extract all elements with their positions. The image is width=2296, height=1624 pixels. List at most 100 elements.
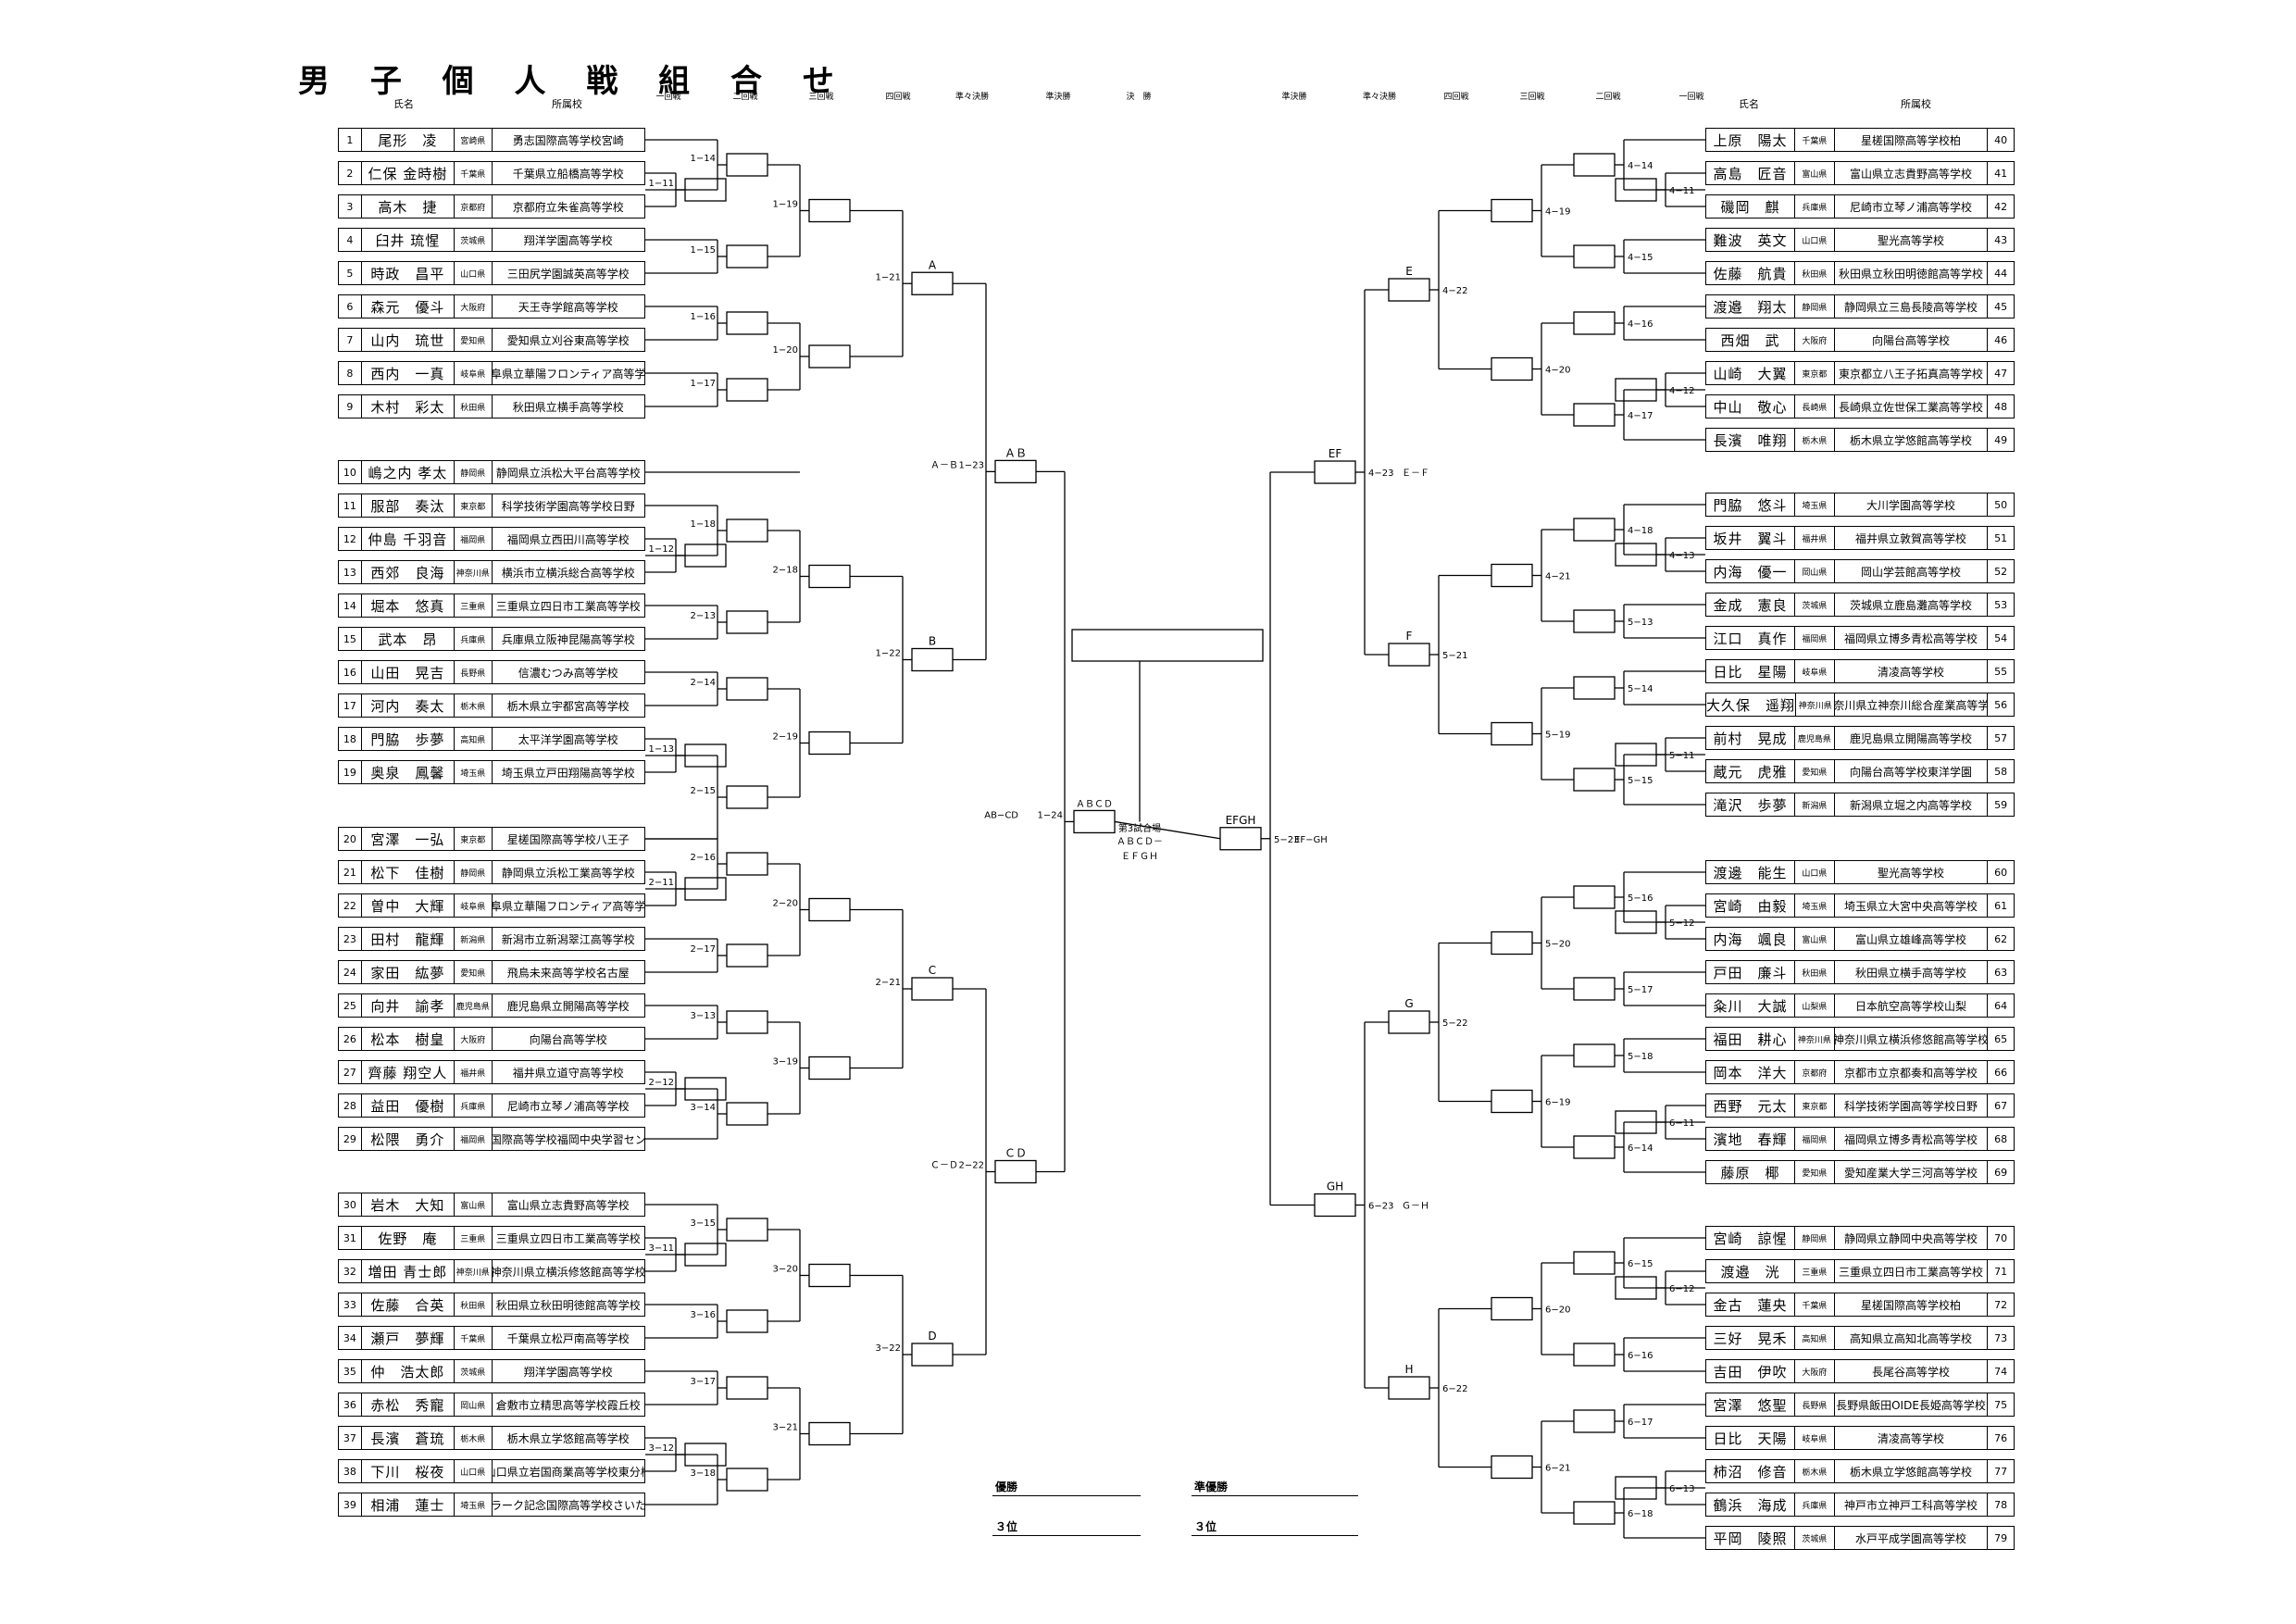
match-score-box — [1491, 1455, 1533, 1480]
player-prefecture: 静岡県 — [1795, 1227, 1835, 1249]
player-name: 佐藤 航貴 — [1706, 262, 1796, 284]
match-label: 3−16 — [691, 1310, 716, 1320]
school-header-left: 所属校 — [552, 98, 582, 110]
match-label: AB−CD — [984, 810, 1018, 820]
player-school: 福岡県立博多青松高等学校 — [1843, 631, 1978, 645]
player-school: 向陽台高等学校東洋学園 — [1849, 765, 1972, 779]
player-prefecture: 神奈川県 — [455, 561, 493, 583]
player-name: 佐藤 合英 — [362, 1293, 455, 1316]
match-label: 6−15 — [1628, 1259, 1653, 1269]
match-score-box — [726, 244, 768, 269]
player-school: 科学技術学園高等学校日野 — [501, 499, 635, 513]
player-prefecture: 岐阜県 — [455, 894, 493, 917]
player-school: 三田尻学園誠英高等学校 — [506, 267, 630, 281]
match-label: 5−16 — [1628, 893, 1653, 904]
match-label: F — [1406, 630, 1413, 643]
player-school: 秋田県立横手高等学校 — [512, 400, 624, 414]
player-number: 2 — [339, 162, 362, 184]
player-number: 11 — [339, 494, 362, 517]
player-school: 高知県立高知北高等学校 — [1849, 1331, 1972, 1345]
player-name: 嶋之内 孝太 — [362, 461, 455, 483]
player-number: 59 — [1987, 793, 2014, 816]
player-school: 横浜市立横浜総合高等学校 — [501, 566, 635, 580]
player-name: 大久保 遥翔 — [1706, 693, 1796, 716]
player-prefecture: 山口県 — [1795, 229, 1835, 251]
match-score-box — [726, 1468, 768, 1492]
match-label: EF — [1329, 447, 1342, 460]
match-label: 5−23 — [1274, 835, 1299, 845]
player-name: 磯岡 麒 — [1706, 195, 1796, 218]
player-name: 向井 諭孝 — [362, 994, 455, 1017]
third-place-label-b: ３位 — [1194, 1520, 1217, 1533]
player-name: 西郊 良海 — [362, 561, 455, 583]
match-label: EF−GH — [1294, 835, 1328, 845]
match-label: 5−13 — [1628, 618, 1653, 628]
player-school: 静岡県立浜松大平台高等学校 — [495, 466, 641, 480]
player-number: 63 — [1987, 961, 2014, 983]
player-name: 上原 陽太 — [1706, 129, 1796, 151]
player-prefecture: 岡山県 — [455, 1393, 493, 1416]
match-label: 4−16 — [1628, 319, 1653, 330]
match-label: 5−17 — [1628, 985, 1653, 995]
player-school: 栃木県立学悠館高等学校 — [506, 1431, 630, 1445]
bracket-line — [1114, 820, 1221, 840]
player-number: 4 — [339, 229, 362, 251]
match-score-box — [911, 271, 954, 295]
match-label: 4−14 — [1628, 161, 1653, 171]
match-score-box — [1491, 356, 1533, 381]
match-label: 4−15 — [1628, 253, 1653, 263]
player-name: 下川 桜夜 — [362, 1460, 455, 1482]
player-number: 28 — [339, 1094, 362, 1117]
player-name: 藤原 椰 — [1706, 1161, 1796, 1183]
player-name: 戸田 廉斗 — [1706, 961, 1796, 983]
player-number: 44 — [1987, 262, 2014, 284]
player-number: 72 — [1987, 1293, 2014, 1316]
match-label: D — [928, 1330, 936, 1343]
player-name: 長濱 蒼琉 — [362, 1427, 455, 1449]
player-name: 森元 優斗 — [362, 295, 455, 318]
player-prefecture: 埼玉県 — [1795, 894, 1835, 917]
player-school: 翔洋学園高等学校 — [523, 1365, 613, 1379]
player-name: 渡邊 能生 — [1706, 861, 1796, 883]
player-prefecture: 兵庫県 — [1795, 1493, 1835, 1516]
school-header-right: 所属校 — [1901, 98, 1931, 110]
match-score-box — [726, 153, 768, 177]
player-name: 時政 昌平 — [362, 262, 455, 284]
match-label: 5−20 — [1545, 940, 1570, 950]
player-school: 富山県立雄峰高等学校 — [1854, 932, 1966, 946]
player-prefecture: 三重県 — [455, 594, 493, 617]
player-school: 千葉県立松戸南高等学校 — [506, 1331, 630, 1345]
match-score-box — [1573, 977, 1616, 1001]
player-school: 静岡県立静岡中央高等学校 — [1843, 1231, 1978, 1245]
match-score-box — [726, 311, 768, 335]
match-label: 3−21 — [773, 1423, 798, 1433]
player-school: 岐阜県立華陽フロンティア高等学校 — [492, 367, 644, 381]
player-number: 42 — [1987, 195, 2014, 218]
player-name: 臼井 琉惺 — [362, 229, 455, 251]
match-label: B — [929, 635, 936, 648]
match-label: 1−17 — [691, 379, 716, 389]
player-school: 聖光高等学校 — [1877, 233, 1944, 247]
player-name: 難波 英文 — [1706, 229, 1796, 251]
player-prefecture: 栃木県 — [1795, 429, 1835, 451]
player-school: 栃木県立宇都宮高等学校 — [506, 699, 630, 713]
player-prefecture: 岡山県 — [1795, 560, 1835, 582]
match-label: 2−18 — [773, 566, 798, 576]
match-label: 2−14 — [691, 678, 716, 688]
